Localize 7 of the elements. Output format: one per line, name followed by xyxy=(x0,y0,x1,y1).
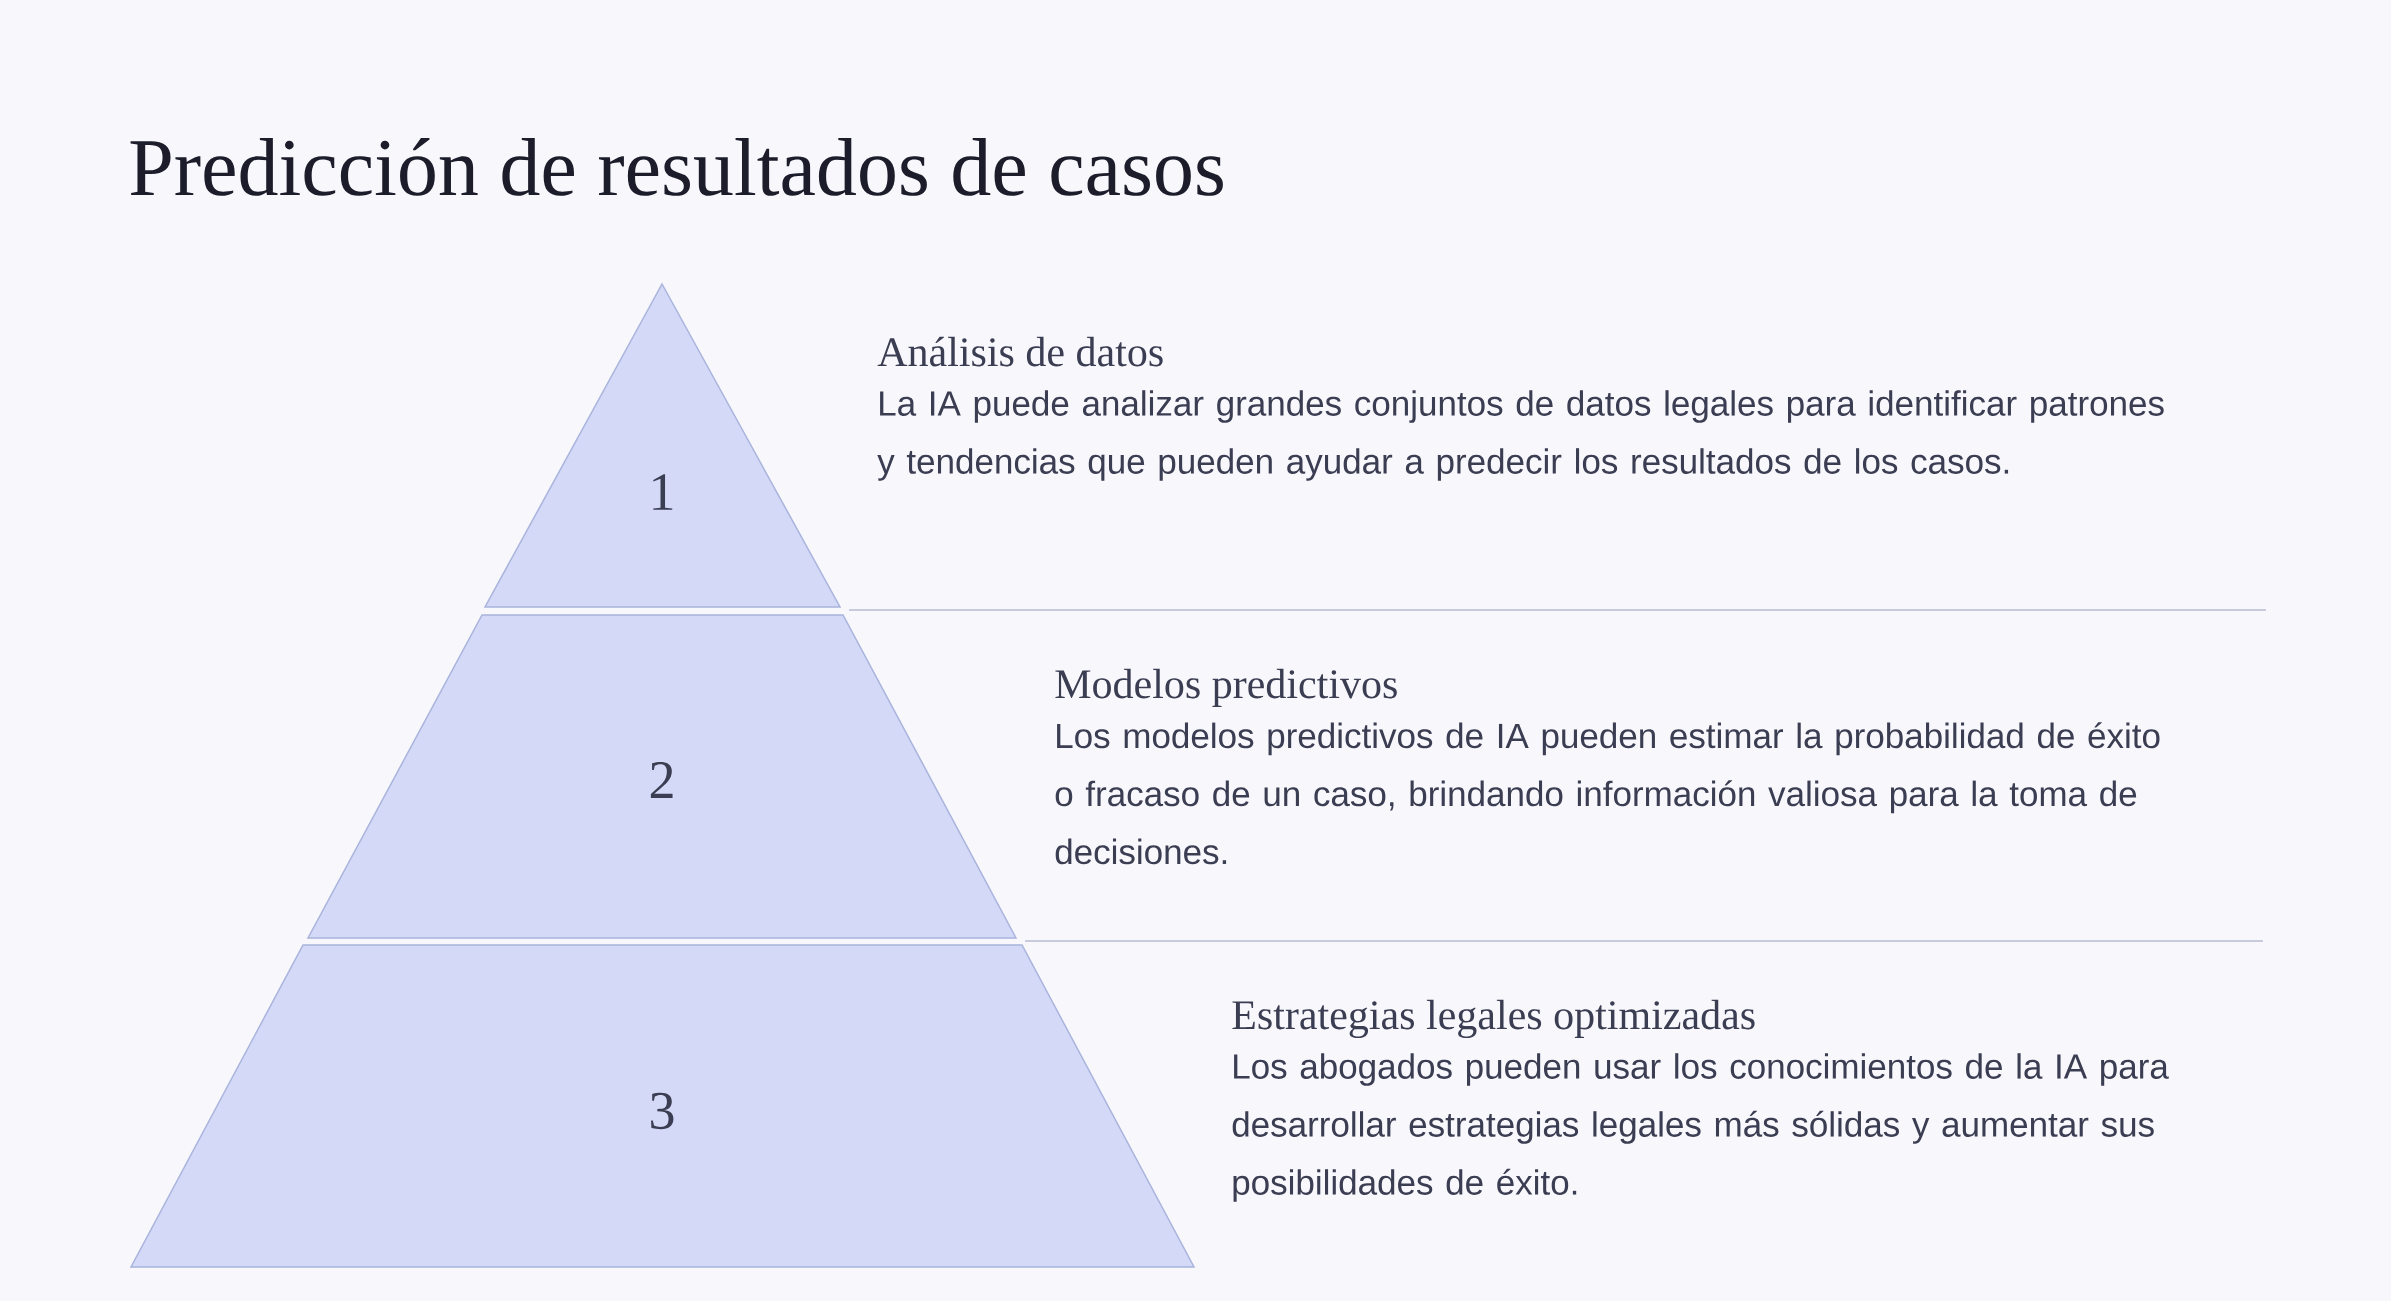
title: Predicción de resultados de casos xyxy=(130,138,1223,196)
description: La IA puede analizar grandes conjuntos de datos legales para identificar patrones y tendencias que pueden ayudar a predecir los resultados de los casos. xyxy=(877,390,2164,481)
description: Los modelos predictivos de IA pueden estimar la probabilidad de éxito o fracaso de un caso, brindando información valiosa para la toma de decisiones. xyxy=(1055,722,2160,865)
heading: Modelos predictivos xyxy=(1055,668,1397,707)
heading: Análisis de datos xyxy=(877,336,1163,367)
heading: Estrategias legales optimizadas xyxy=(1232,999,1755,1039)
description: Los abogados pueden usar los conocimientos de la IA para desarrollar estrategias legales más sólidas y aumentar sus posibilidades de éxito. xyxy=(1232,1053,2169,1202)
